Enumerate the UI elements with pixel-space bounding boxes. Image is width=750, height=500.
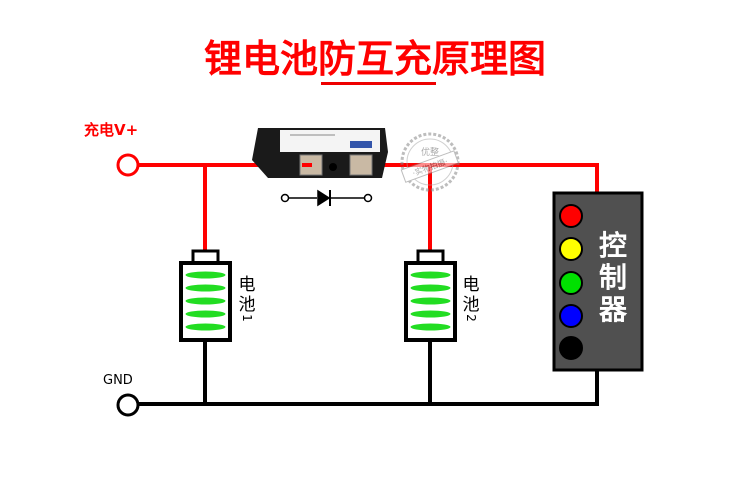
battery-1-label-char: 池 <box>239 295 256 315</box>
battery-2-label-char: 电 <box>463 275 480 295</box>
positive-terminal <box>116 153 140 177</box>
controller: 控 制 器 <box>552 191 644 372</box>
svg-text:优整: 优整 <box>421 146 439 158</box>
controller-label-char: 制 <box>599 261 627 294</box>
led-indicator <box>559 304 583 328</box>
controller-label-char: 控 <box>599 229 627 262</box>
battery-cells <box>185 271 226 331</box>
battery-2-label-char: 池 <box>463 295 480 315</box>
diode-module <box>252 128 388 178</box>
ground-wire <box>137 340 599 406</box>
led-indicator <box>559 336 583 360</box>
title-underline <box>321 82 436 85</box>
battery-cells <box>410 271 451 331</box>
battery-1-number: 1 <box>240 314 254 322</box>
page-title: 锂电池防互充原理图 <box>204 37 546 81</box>
positive-terminal-label: 充电V+ <box>84 121 138 139</box>
battery-1-label-char: 电 <box>239 275 256 295</box>
ground-terminal <box>116 393 140 417</box>
led-indicator <box>559 204 583 228</box>
ground-terminal-label: GND <box>103 373 133 388</box>
diode-symbol <box>280 189 373 207</box>
led-indicator <box>559 237 583 261</box>
led-indicator <box>559 271 583 295</box>
battery-2-number: 2 <box>464 314 478 322</box>
battery-1: 电 池 1 <box>179 249 256 342</box>
battery-2: 电 池 2 <box>404 249 480 342</box>
led-indicators <box>559 204 583 360</box>
controller-label-char: 器 <box>598 293 628 326</box>
